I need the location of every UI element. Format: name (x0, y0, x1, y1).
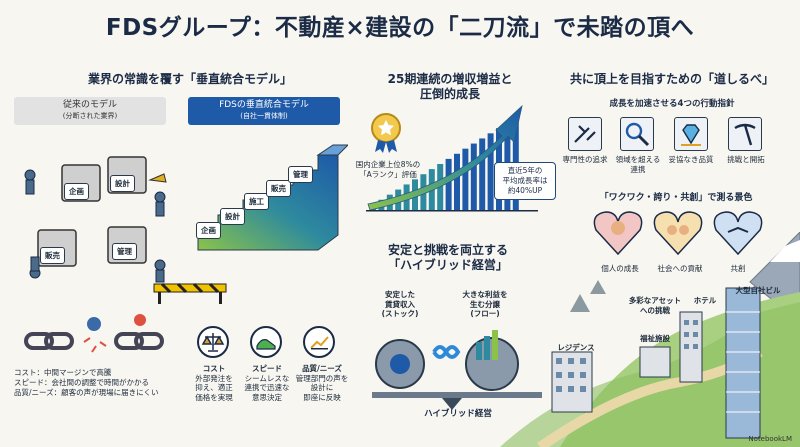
mountain-landscape (500, 232, 800, 447)
barrier-icon (153, 282, 227, 304)
growth-label: 大きな利益を 生む分譲 (フロー) (462, 290, 508, 318)
scene-heading: 「ワクワク・誇り・共創」で測る景色 (599, 193, 753, 203)
building-headquarters: 大型自社ビル (735, 286, 781, 295)
stair-label-plan: 企画 (196, 222, 221, 239)
problem-cost: コスト：中間マージンで高騰 (14, 368, 112, 377)
action-challenge: 挑戦と開拓 (727, 155, 765, 164)
benefit-cost-title: コスト (202, 364, 226, 373)
benefit-quality-text: 管理部門の声を 設計に 即座に反映 (295, 373, 349, 402)
growth-bar (445, 158, 452, 210)
growth-chart-icon (303, 326, 335, 358)
growth-note: 直近5年の 平均成長率は 約40%UP (494, 162, 556, 200)
benefit-speed-text: シームレスな 連携で迅速な 意思決定 (244, 373, 290, 402)
page-title: FDSグループ：不動産×建設の「二刀流」で未踏の頂へ (105, 15, 695, 41)
stair-label-manage: 管理 (288, 166, 313, 183)
benefit-speed: スピード シームレスな 連携で迅速な 意思決定 (238, 364, 296, 402)
problem-speed: スピード：会社間の調整で時間がかかる (14, 378, 149, 387)
stair-label-design: 設計 (220, 208, 245, 225)
benefit-cost-text: 外部発注を 抑え、適正 価格を実現 (195, 373, 233, 402)
action-collaboration: 領域を超える 連携 (615, 155, 661, 174)
magnifier-icon (620, 117, 654, 151)
scene-cocreation: 共創 (730, 264, 746, 273)
diamond-icon (674, 117, 708, 151)
building-residence: レジデンス (557, 343, 595, 352)
growth-bar (479, 138, 486, 210)
growth-bar (470, 143, 477, 210)
new-model-title: FDSの垂直統合モデル (219, 100, 309, 110)
award-text: 国内企業上位8%の 「Aランク」評価 (355, 160, 421, 179)
old-model-title: 従来のモデル (62, 100, 117, 110)
scale-icon (197, 326, 229, 358)
building-welfare: 福祉施設 (640, 334, 670, 343)
growth-bar (454, 153, 460, 210)
new-model-tab: FDSの垂直統合モデル (自社一貫体制) (188, 97, 340, 125)
puzzle-label-design: 設計 (110, 175, 135, 192)
puzzle-label-sales: 販売 (40, 247, 65, 264)
hearts-illustration (593, 211, 763, 256)
broken-chain-icon (24, 314, 164, 353)
action-quality: 妥協なき品質 (668, 155, 714, 164)
hybrid-label: ハイブリッド経営 (424, 409, 492, 419)
stable-label: 安定した 賃貸収入 (ストック) (381, 290, 419, 318)
puzzle-label-manage: 管理 (112, 243, 137, 260)
old-model-tab: 従来のモデル (分断された業界) (14, 97, 166, 125)
left-heading: 業界の常識を覆す「垂直統合モデル」 (87, 72, 292, 86)
hybrid-heading: 安定と挑戦を両立する 「ハイブリッド経営」 (387, 243, 508, 272)
building-hotel: ホテル (693, 296, 717, 305)
action-expertise: 専門性の追求 (562, 155, 608, 164)
benefit-quality-title: 品質/ニーズ (302, 364, 342, 373)
old-problems: コスト：中間マージンで高騰 スピード：会社間の調整で時間がかかる 品質/ニーズ：… (14, 368, 194, 398)
tools-icon (568, 117, 602, 151)
shoe-icon (250, 326, 282, 358)
scene-society: 社会への貢献 (657, 264, 703, 273)
right-heading: 共に頂上を目指すための「道しるべ」 (569, 72, 774, 86)
old-model-sub: (分断された業界) (62, 112, 118, 120)
growth-heading: 25期連続の増収増益と 圧倒的成長 (387, 72, 513, 101)
hybrid-gears-illustration (372, 330, 542, 410)
building-diverse-assets: 多彩なアセット への挑戦 (628, 296, 682, 315)
watermark: NotebookLM (748, 435, 792, 443)
benefit-cost: コスト 外部発注を 抑え、適正 価格を実現 (188, 364, 240, 402)
stair-label-sales: 販売 (266, 180, 291, 197)
puzzle-illustration (24, 156, 167, 283)
benefit-speed-title: スピード (252, 364, 282, 373)
growth-bar (487, 133, 494, 210)
benefit-quality: 品質/ニーズ 管理部門の声を 設計に 即座に反映 (292, 364, 352, 402)
puzzle-label-plan: 企画 (64, 183, 89, 200)
new-model-sub: (自社一貫体制) (240, 112, 288, 120)
stair-label-build: 施工 (244, 193, 269, 210)
award-icon (371, 113, 401, 153)
growth-bar (462, 148, 469, 210)
pickaxe-icon (728, 117, 762, 151)
problem-quality: 品質/ニーズ：顧客の声が現場に届きにくい (14, 388, 159, 397)
scene-growth: 個人の成長 (601, 264, 639, 273)
right-sub: 成長を加速させる4つの行動指針 (609, 99, 735, 109)
